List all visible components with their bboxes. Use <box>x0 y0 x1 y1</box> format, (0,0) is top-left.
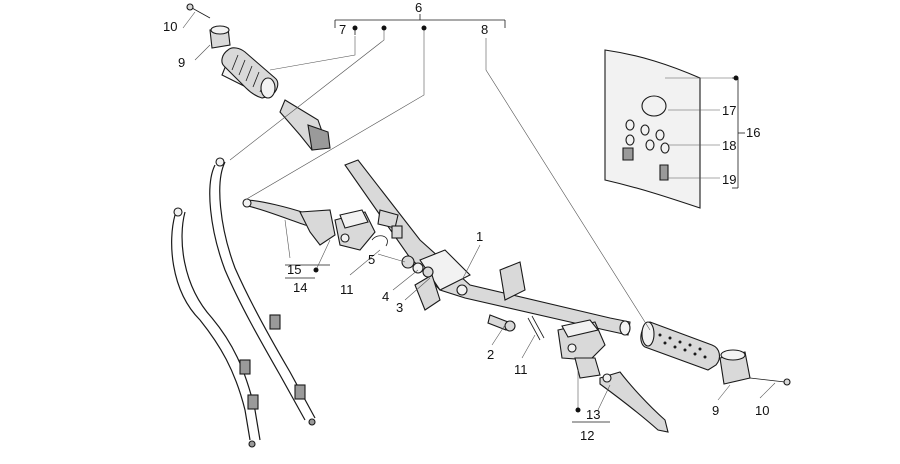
bar-end-weight-top <box>209 25 231 49</box>
washers <box>401 255 434 278</box>
cable-end <box>173 207 183 217</box>
right-grip <box>640 321 721 371</box>
cable-end <box>215 157 225 167</box>
leader-lines <box>182 11 776 423</box>
handlebar-tube-end <box>619 320 631 336</box>
right-brake-lever <box>599 371 669 433</box>
cable-ferrule <box>247 394 259 410</box>
callout-9-top: 9 <box>178 55 185 70</box>
callout-16: 16 <box>746 125 760 140</box>
cable-ferrule <box>269 314 281 330</box>
callout-11-right: 11 <box>514 362 528 377</box>
callout-labels: 6 7 8 10 9 15 14 11 5 4 3 1 2 11 13 12 9… <box>163 0 769 443</box>
callout-12: 12 <box>580 428 594 443</box>
right-master-cylinder <box>557 319 606 379</box>
callout-18: 18 <box>722 138 736 153</box>
bar-end-bolt-top <box>186 3 211 19</box>
callout-10-top: 10 <box>163 19 177 34</box>
cable-end <box>308 418 316 426</box>
handlebar-bolt-hole <box>456 284 468 296</box>
cable-end <box>248 440 256 448</box>
callout-14: 14 <box>293 280 307 295</box>
callout-11-left: 11 <box>340 282 354 297</box>
callout-19: 19 <box>722 172 736 187</box>
spring-pin <box>531 315 545 339</box>
callout-3: 3 <box>396 300 403 315</box>
callout-6: 6 <box>415 0 422 15</box>
callout-5: 5 <box>368 252 375 267</box>
bolt-part-2 <box>487 314 516 332</box>
callout-10-right: 10 <box>755 403 769 418</box>
handlebar <box>344 159 631 336</box>
bar-end-bolt-right <box>749 377 791 386</box>
spring-clip <box>371 235 388 247</box>
switch-panel <box>604 49 701 209</box>
left-master-cylinder <box>334 209 403 251</box>
cable-ferrule <box>294 384 306 400</box>
cable-ferrule <box>239 359 251 375</box>
spring-pin <box>527 317 541 341</box>
bar-end-weight-right <box>719 349 751 385</box>
callout-13: 13 <box>586 407 600 422</box>
callout-15: 15 <box>287 262 301 277</box>
left-grip-assembly <box>221 47 331 151</box>
cable-assembly <box>171 157 316 448</box>
callout-1: 1 <box>476 229 483 244</box>
reference-dots <box>313 25 739 413</box>
callout-17: 17 <box>722 103 736 118</box>
callout-7: 7 <box>339 22 346 37</box>
callout-4: 4 <box>382 289 389 304</box>
callout-2: 2 <box>487 347 494 362</box>
callout-9-right: 9 <box>712 403 719 418</box>
callout-8: 8 <box>481 22 488 37</box>
left-brake-lever <box>242 198 336 246</box>
